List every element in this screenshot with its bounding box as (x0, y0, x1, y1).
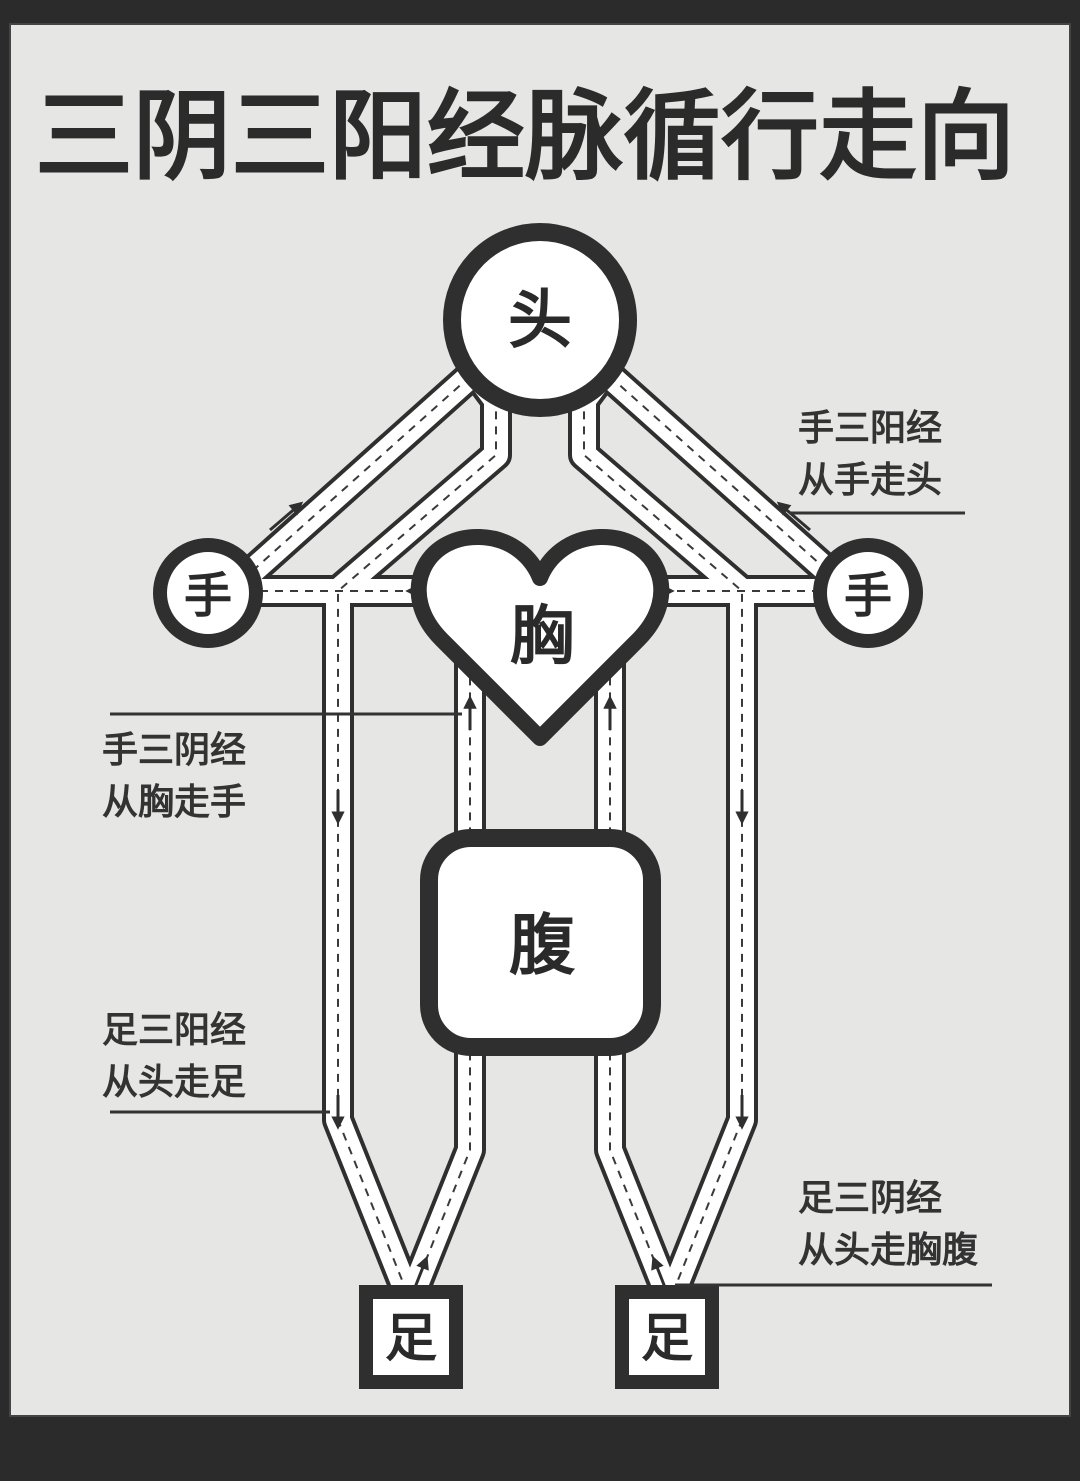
node-chest-heart: 胸 (410, 528, 670, 746)
label-hand-three-yang-line1: 手三阳经 (798, 408, 942, 449)
page-title: 三阴三阳经脉循行走向 (35, 80, 1015, 194)
arrow-hand-yang-right (776, 501, 811, 532)
label-foot-three-yang: 足三阳经 从头走足 (102, 1010, 330, 1114)
label-foot-three-yin-line2: 从头走胸腹 (798, 1230, 979, 1271)
arrow-hand-yang-left (269, 501, 304, 532)
label-hand-three-yang-line2: 从手走头 (798, 460, 942, 501)
node-chest-label: 胸 (510, 600, 574, 674)
label-foot-three-yin-line1: 足三阴经 (798, 1178, 942, 1219)
node-foot-left-label: 足 (385, 1309, 437, 1369)
node-hand-right-label: 手 (844, 568, 892, 624)
label-foot-three-yin: 足三阴经 从头走胸腹 (675, 1178, 992, 1287)
node-head-label: 头 (508, 284, 572, 358)
label-hand-three-yin: 手三阴经 从胸走手 (102, 712, 462, 823)
node-hand-right: 手 (813, 538, 923, 648)
label-foot-three-yang-line2: 从头走足 (102, 1062, 246, 1103)
node-head: 头 (443, 223, 637, 417)
label-hand-three-yang: 手三阳经 从手走头 (790, 408, 965, 515)
node-abdomen-label: 腹 (509, 907, 576, 984)
label-foot-three-yang-line1: 足三阳经 (102, 1010, 246, 1051)
node-foot-right-label: 足 (641, 1309, 693, 1369)
node-foot-left: 足 (359, 1285, 463, 1389)
node-foot-right: 足 (615, 1285, 719, 1389)
label-hand-three-yin-line2: 从胸走手 (102, 782, 246, 823)
label-hand-three-yin-line1: 手三阴经 (102, 730, 246, 771)
node-hand-left-label: 手 (184, 568, 232, 624)
node-hand-left: 手 (153, 538, 263, 648)
node-abdomen: 腹 (420, 829, 661, 1056)
